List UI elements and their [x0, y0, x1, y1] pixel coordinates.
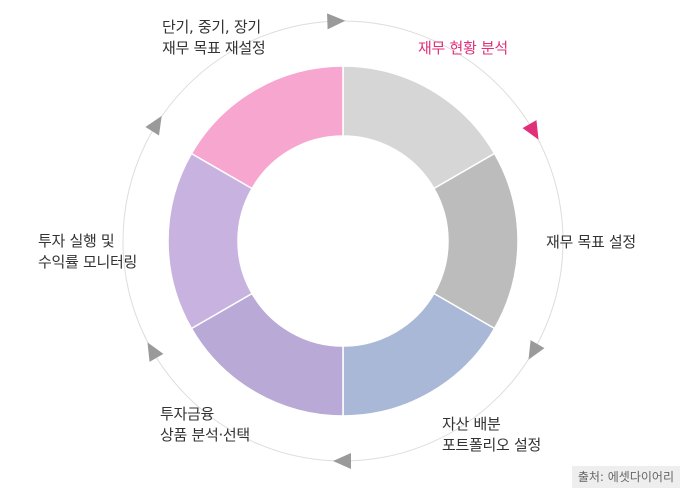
step-label-goal-setting: 재무 목표 설정 — [546, 233, 636, 251]
step-label-goal-reset: 단기, 중기, 장기 재무 목표 재설정 — [162, 18, 266, 57]
source-caption: 출처: 에셋다이어리 — [571, 466, 680, 488]
orbit-arrow-top — [327, 13, 346, 30]
step-label-product-selection: 투자금융 상품 분석·선택 — [160, 405, 250, 444]
orbit-arrow-lower-right — [528, 340, 545, 360]
step-label-asset-allocation: 자산 배분 포트폴리오 설정 — [442, 415, 541, 454]
step-label-financial-analysis: 재무 현황 분석 — [418, 39, 508, 57]
step-label-execution-monitoring: 투자 실행 및 수익률 모니터링 — [38, 232, 137, 271]
orbit-arrow-bottom — [333, 453, 351, 469]
orbit-arrow-upper-left — [145, 115, 162, 136]
ring-segment-goal-reset — [190, 65, 344, 190]
orbit-arrow-lower-left — [147, 342, 164, 362]
orbit-arrow-active — [522, 120, 539, 140]
